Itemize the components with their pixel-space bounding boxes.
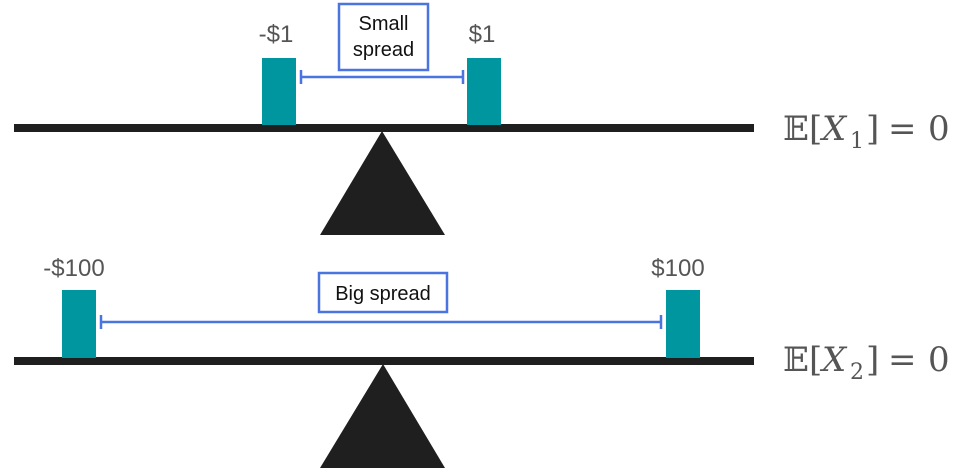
- spread-indicator-1: [299, 70, 465, 84]
- weight-right-2: [666, 290, 700, 358]
- weight-left-1: [262, 58, 296, 125]
- spread-label-2: Big spread: [335, 283, 431, 305]
- expectation-open-1: [: [809, 109, 822, 149]
- expectation-close-2: ]: [866, 340, 879, 380]
- expectation-E-1: 𝔼: [783, 109, 809, 149]
- expectation-eq-2: =: [888, 340, 917, 380]
- beam-1: [14, 124, 754, 132]
- expectation-var-1: X: [819, 109, 848, 149]
- expectation-val-2: 0: [928, 340, 950, 380]
- weight-right-2-label: $100: [651, 255, 704, 282]
- weight-left-2: [62, 290, 96, 358]
- expectation-sub-1: 1: [850, 129, 864, 154]
- seesaw-big-spread: -$100 $100 Big spread 𝔼 [ X 2 ] = 0: [14, 255, 950, 468]
- weight-right-1: [467, 58, 501, 125]
- spread-label-1-line1: Small: [358, 13, 408, 35]
- beam-2: [14, 357, 754, 365]
- expectation-E-2: 𝔼: [783, 340, 809, 380]
- expectation-eq-1: =: [888, 109, 917, 149]
- weight-left-2-label: -$100: [43, 255, 104, 282]
- expectation-open-2: [: [809, 340, 822, 380]
- fulcrum-2: [320, 364, 445, 468]
- expectation-formula-1: 𝔼 [ X 1 ] = 0: [783, 109, 950, 154]
- spread-indicator-2: [99, 315, 663, 329]
- expectation-sub-2: 2: [850, 360, 864, 385]
- expectation-formula-2: 𝔼 [ X 2 ] = 0: [783, 340, 950, 385]
- weight-right-1-label: $1: [469, 21, 496, 48]
- spread-label-1-line2: spread: [353, 39, 414, 61]
- expectation-close-1: ]: [866, 109, 879, 149]
- expectation-val-1: 0: [928, 109, 950, 149]
- spread-label-box-2: Big spread: [317, 271, 449, 314]
- spread-label-box-1: Small spread: [337, 2, 430, 72]
- seesaw-small-spread: -$1 $1 Small spread 𝔼 [ X 1 ] = 0: [14, 2, 950, 235]
- fulcrum-1: [320, 131, 445, 235]
- weight-left-1-label: -$1: [259, 21, 294, 48]
- expectation-var-2: X: [819, 340, 848, 380]
